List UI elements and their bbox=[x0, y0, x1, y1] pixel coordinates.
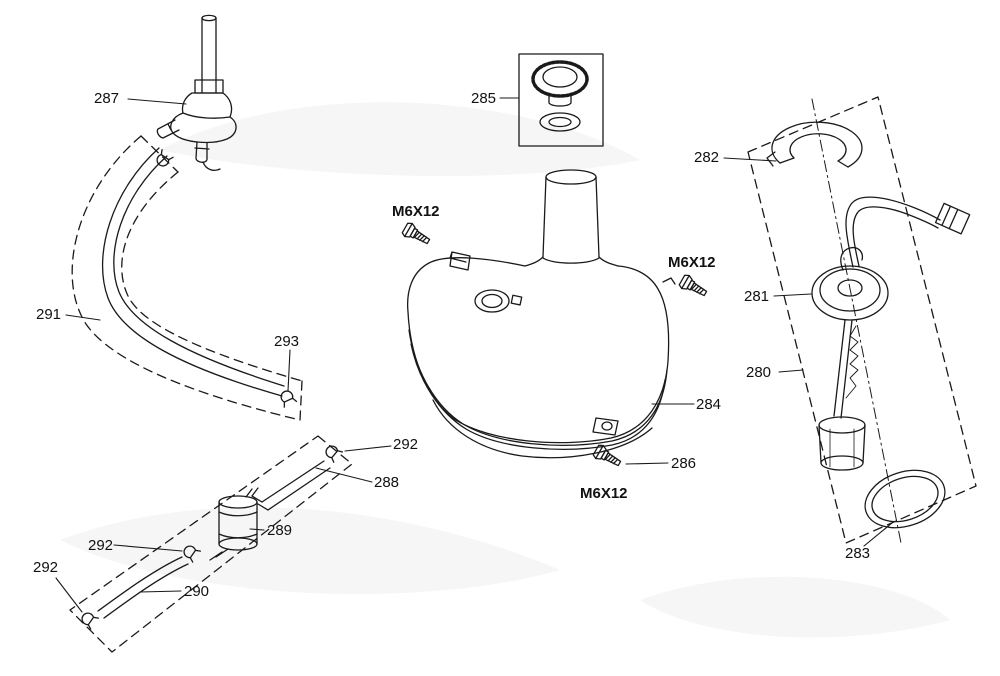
part-label-288: 288 bbox=[374, 474, 400, 491]
size-label-m6x12-top: M6X12 bbox=[392, 203, 440, 220]
hose-clamp-292-top-icon bbox=[322, 442, 344, 463]
fuel-sender-drawing bbox=[811, 196, 971, 471]
bolt-m6x12-right-icon bbox=[677, 272, 710, 301]
lower-hose-region-outline bbox=[69, 435, 353, 653]
hose-clamp-292-bottom-icon bbox=[78, 609, 100, 630]
part-label-286: 286 bbox=[671, 455, 697, 472]
background-watermark bbox=[60, 102, 950, 638]
fuel-cap-drawing bbox=[518, 53, 604, 147]
tank-collar-drawing bbox=[766, 121, 863, 168]
hose-region-outline bbox=[71, 135, 303, 421]
wire-connector-icon bbox=[934, 202, 971, 235]
fuel-filter-assembly-drawing bbox=[78, 442, 344, 630]
part-label-283: 283 bbox=[845, 545, 871, 562]
bolt-m6x12-top-icon bbox=[400, 220, 433, 249]
size-label-m6x12-right: M6X12 bbox=[668, 254, 716, 271]
part-label-289: 289 bbox=[267, 522, 293, 539]
part-label-292-mid: 292 bbox=[88, 537, 114, 554]
part-label-292-bottom: 292 bbox=[33, 559, 59, 576]
part-label-282: 282 bbox=[694, 149, 720, 166]
sender-region-outline bbox=[747, 96, 977, 544]
leader-lines bbox=[55, 97, 893, 613]
part-label-280: 280 bbox=[746, 364, 772, 381]
part-label-292-top: 292 bbox=[393, 436, 419, 453]
part-label-285: 285 bbox=[471, 90, 497, 107]
fuel-hose-upper-drawing bbox=[101, 147, 298, 408]
fuel-valve-drawing bbox=[156, 14, 237, 171]
o-ring-drawing bbox=[864, 469, 946, 529]
part-label-291: 291 bbox=[36, 306, 62, 323]
part-label-287: 287 bbox=[94, 90, 120, 107]
part-label-281: 281 bbox=[744, 288, 770, 305]
part-label-290: 290 bbox=[184, 583, 210, 600]
fuel-tank-drawing bbox=[406, 169, 676, 459]
size-label-m6x12-bottom: M6X12 bbox=[580, 485, 628, 502]
part-label-293: 293 bbox=[274, 333, 300, 350]
sender-centerline bbox=[811, 98, 902, 544]
hose-clamp-293-icon bbox=[277, 388, 298, 408]
part-label-284: 284 bbox=[696, 396, 722, 413]
